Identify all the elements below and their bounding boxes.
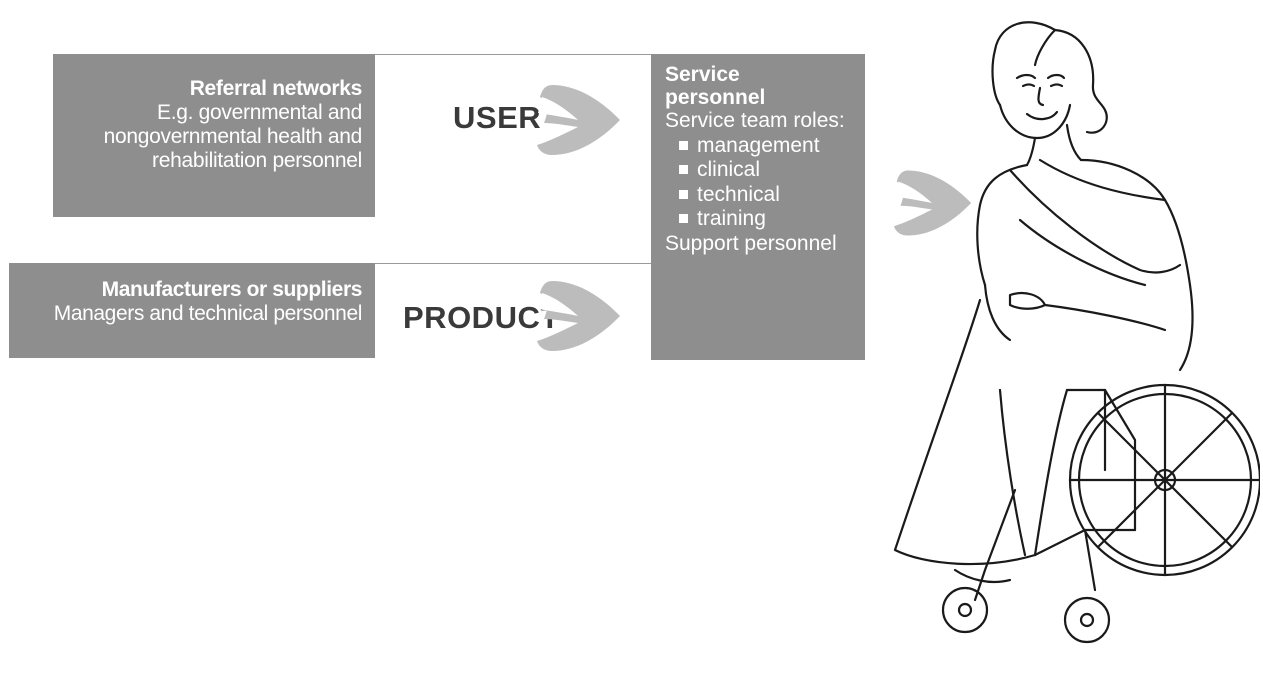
referral-line: nongovernmental health and <box>103 125 363 148</box>
connector-middle <box>375 263 651 264</box>
bullet-icon <box>679 214 688 224</box>
referral-networks-title: Referral networks <box>189 77 363 100</box>
manufacturers-line: Managers and technical personnel <box>53 302 363 325</box>
referral-line: E.g. governmental and <box>156 101 362 124</box>
chevron-arrow-icon <box>893 170 972 236</box>
referral-line: rehabilitation personnel <box>152 149 362 172</box>
role-label: clinical <box>697 158 761 182</box>
service-title-line1: Service <box>665 63 740 86</box>
product-label: PRODUCT <box>403 300 560 335</box>
manufacturers-box: Manufacturers or suppliers Managers and … <box>9 263 375 358</box>
service-footer: Support personnel <box>665 231 837 255</box>
list-item: clinical <box>665 158 865 183</box>
chevron-arrow-icon <box>537 85 620 155</box>
chevron-arrow-icon <box>537 281 620 351</box>
bullet-icon <box>679 140 688 150</box>
list-item: management <box>665 134 865 159</box>
role-label: management <box>697 133 820 157</box>
role-label: technical <box>697 182 780 206</box>
bullet-icon <box>679 165 688 175</box>
wheelchair-user-illustration <box>893 21 1260 644</box>
service-title-line2: personnel <box>665 86 766 109</box>
list-item: training <box>665 207 865 232</box>
service-subtitle: Service team roles: <box>665 109 845 132</box>
referral-networks-box: Referral networks E.g. governmental and … <box>53 54 375 217</box>
user-label: USER <box>453 100 542 135</box>
service-roles-list: management clinical technical training <box>665 134 865 232</box>
manufacturers-title: Manufacturers or suppliers <box>101 278 363 301</box>
role-label: training <box>697 207 766 231</box>
list-item: technical <box>665 183 865 208</box>
bullet-icon <box>679 189 688 199</box>
service-personnel-box: Service personnel Service team roles: ma… <box>651 54 865 360</box>
connector-top <box>375 54 651 55</box>
